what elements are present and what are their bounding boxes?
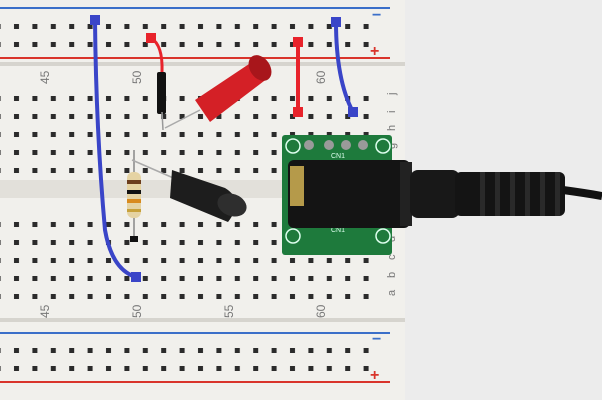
row-letter-h: h bbox=[386, 125, 398, 131]
top-rail-holes bbox=[0, 14, 370, 50]
pcb-label-bottom: CN1 bbox=[331, 227, 345, 234]
red-multimeter-probe bbox=[164, 55, 272, 129]
header-pin bbox=[157, 72, 166, 114]
bottom-rail-holes bbox=[0, 338, 370, 374]
resistor bbox=[127, 150, 141, 242]
col-number-50-bottom: 50 bbox=[130, 304, 144, 318]
black-multimeter-probe bbox=[131, 159, 247, 222]
col-number-55-bottom: 55 bbox=[222, 304, 236, 318]
row-letter-b: b bbox=[386, 272, 398, 278]
row-letter-j: j bbox=[386, 93, 398, 96]
col-number-50-top: 50 bbox=[130, 70, 144, 84]
dc-barrel-jack-breakout: CN1 CN1 bbox=[282, 135, 412, 255]
col-number-45-bottom: 45 bbox=[38, 304, 52, 318]
top-minus-sign: − bbox=[372, 7, 381, 24]
bottom-plus-sign: + bbox=[370, 367, 379, 384]
bottom-minus-sign: − bbox=[372, 331, 381, 348]
blue-wire-left bbox=[93, 19, 137, 279]
row-letter-c: c bbox=[386, 254, 398, 260]
pcb-label-top: CN1 bbox=[331, 153, 345, 160]
blue-wire-right bbox=[334, 21, 355, 113]
dc-power-cable bbox=[410, 170, 602, 218]
col-number-60-bottom: 60 bbox=[314, 304, 328, 318]
col-number-45-top: 45 bbox=[38, 70, 52, 84]
top-plus-sign: + bbox=[370, 43, 379, 60]
row-letter-i: i bbox=[386, 111, 398, 113]
col-number-60-top: 60 bbox=[314, 70, 328, 84]
row-letter-a: a bbox=[386, 289, 398, 296]
